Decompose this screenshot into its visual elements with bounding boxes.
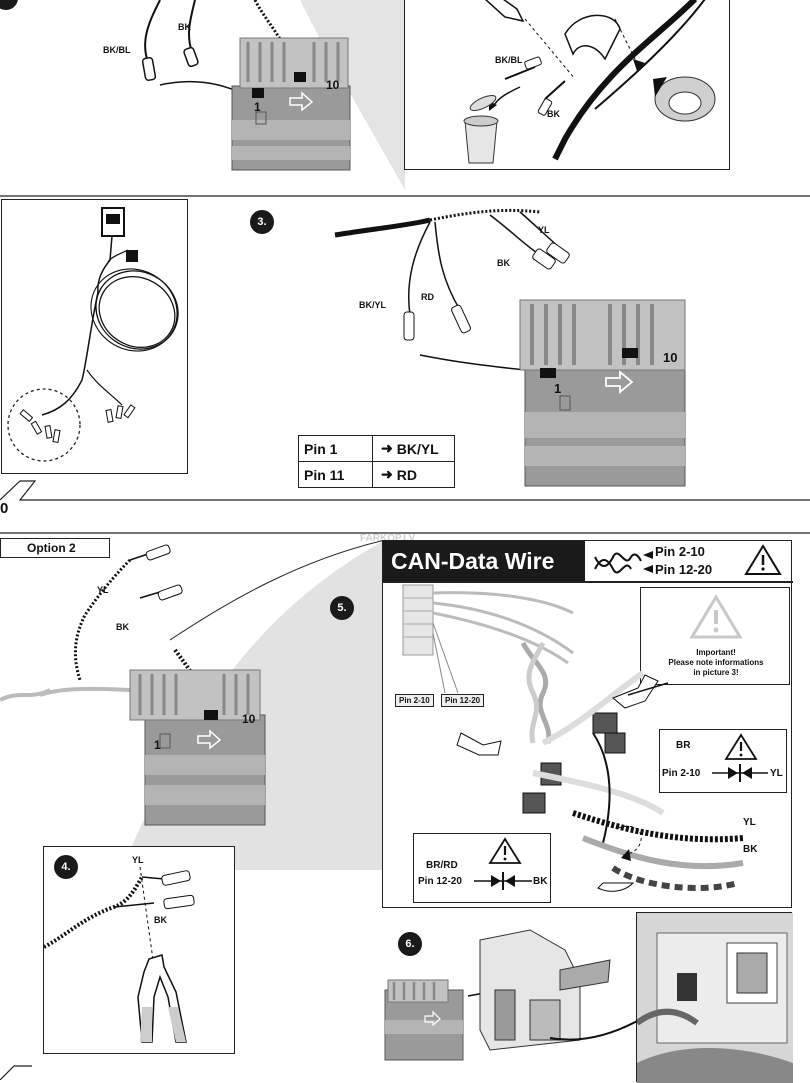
wire-cell: RD (396, 466, 417, 483)
step3-label-bk: BK (497, 258, 510, 268)
twisted-pair-icon (594, 552, 642, 574)
step4-label-bk: BK (154, 915, 167, 925)
pin-row: Pin 1 ➜BK/YL (299, 436, 454, 462)
step3-label-bkyl: BK/YL (359, 300, 386, 310)
option2-illustration (0, 540, 386, 870)
step6-mount-illustration (384, 929, 674, 1061)
label-bkbl: BK/BL (103, 45, 131, 55)
connector-pin-1: 1 (254, 100, 261, 114)
option2-label-bk: BK (116, 622, 129, 632)
tag-pin-12-20: Pin 12-20 (441, 694, 485, 707)
warning-icon-large (689, 594, 743, 639)
br-wire: YL (770, 768, 783, 779)
step3-label-yl: YL (538, 225, 550, 235)
br-pin: Pin 2-10 (662, 768, 701, 779)
can-pin-b: Pin 12-20 (655, 562, 713, 577)
connector-pin-10: 10 (326, 78, 340, 92)
right-arrow-icon: ➜ (381, 440, 393, 456)
label-bk: BK (178, 22, 191, 32)
brrd-pin: Pin 12-20 (418, 876, 462, 887)
step-5-badge: 5. (330, 596, 354, 620)
step-4-badge: 4. (54, 855, 78, 879)
option2-pin-1: 1 (154, 738, 161, 752)
brrd-wire: BK (533, 876, 548, 887)
harness-overview-panel (1, 199, 188, 474)
option2-pin-10: 10 (242, 712, 256, 726)
step3-connector-illustration (334, 208, 686, 487)
step3-label-rd: RD (421, 292, 434, 302)
wire-cell: BK/YL (396, 440, 439, 457)
pin-arrow-icons (643, 551, 653, 573)
can-label-bk: BK (743, 844, 758, 855)
step3-pin-1: 1 (554, 381, 562, 396)
can-label-yl: YL (743, 817, 756, 828)
option-2-tag: Option 2 (0, 538, 110, 558)
top-connector-illustration (141, 0, 405, 190)
step4-cut-panel: 4. YL BK (43, 846, 235, 1054)
page-marker: 0 (0, 500, 9, 517)
pin-cell: Pin 1 (299, 436, 373, 461)
step-3-badge: 3. (250, 210, 274, 234)
step-6-badge: 6. (398, 932, 422, 956)
vehicle-interior-panel (636, 912, 793, 1083)
vehicle-interior-illustration (637, 913, 793, 1083)
top-right-cut-panel: BK/BL BK (404, 0, 730, 170)
br-splice-box: BR Pin 2-10 YL (659, 729, 787, 793)
can-title-divider (383, 581, 793, 583)
harness-loop-illustration (7, 207, 179, 462)
can-title: CAN-Data Wire (383, 541, 585, 581)
right-arrow-icon: ➜ (381, 466, 393, 482)
step4-pliers-illustration (44, 866, 195, 1043)
important-line-1: Please note informations (668, 658, 764, 667)
brrd-splice-box: BR/RD Pin 12-20 BK (413, 833, 551, 903)
important-line-2: in picture 3! (693, 668, 739, 677)
tag-pin-2-10: Pin 2-10 (395, 694, 434, 707)
warning-icon-small (488, 837, 522, 864)
join-arrows-icon (474, 872, 532, 890)
watermark: FARKOP.LV (360, 533, 416, 544)
pin-assignment-table: Pin 1 ➜BK/YL Pin 11 ➜RD (298, 435, 455, 488)
step4-label-yl: YL (132, 855, 144, 865)
option2-label-yl: YL (97, 585, 109, 595)
step-badge-partial (0, 0, 18, 10)
important-note-box: Important! Please note informations in p… (640, 587, 790, 685)
pin-row: Pin 11 ➜RD (299, 462, 454, 487)
important-title: Important! (696, 648, 736, 657)
warning-icon (744, 544, 782, 575)
join-arrows-icon (712, 764, 768, 782)
cut-label-bk: BK (547, 109, 560, 119)
can-pin-a: Pin 2-10 (655, 544, 705, 559)
pin-cell: Pin 11 (299, 462, 373, 487)
brrd-label: BR/RD (426, 860, 458, 871)
br-label: BR (676, 740, 691, 751)
can-splice-illustration (402, 584, 744, 892)
cut-and-tape-illustration (463, 0, 716, 164)
can-data-panel: CAN-Data Wire Pin 2-10 Pin 12-20 Importa… (382, 540, 793, 908)
step3-pin-10: 10 (663, 350, 678, 365)
cut-label-bkbl: BK/BL (495, 55, 523, 65)
warning-icon-small (724, 733, 758, 760)
